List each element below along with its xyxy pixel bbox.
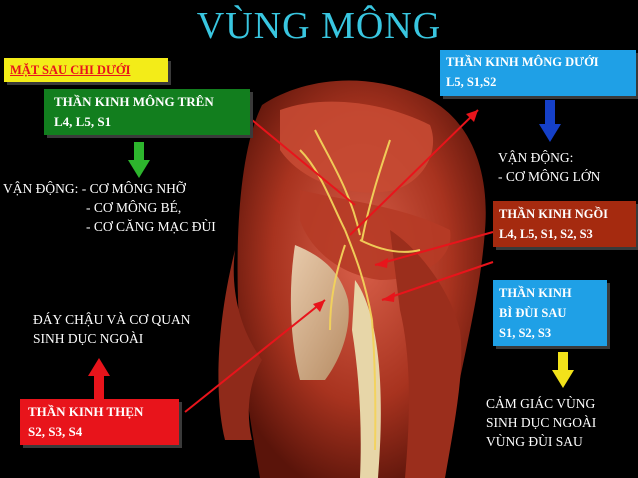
inferior-gluteal-nerve-roots: L5, S1,S2 [446, 75, 497, 89]
motor-superior-line3: - CƠ CĂNG MẠC ĐÙI [86, 219, 216, 234]
posterior-femoral-cutaneous-line1: THẦN KINH [499, 286, 572, 300]
yellow-down-arrow-icon [552, 352, 574, 388]
inferior-gluteal-nerve-box: THẦN KINH MÔNG DƯỚI L5, S1,S2 [440, 50, 636, 96]
superior-gluteal-nerve-title: THẦN KINH MÔNG TRÊN [54, 94, 214, 109]
superior-gluteal-nerve-roots: L4, L5, S1 [54, 114, 112, 129]
motor-superior-line2: - CƠ MÔNG BÉ, [86, 200, 182, 215]
pudendal-nerve-roots: S2, S3, S4 [28, 424, 83, 439]
red-up-arrow-icon [88, 358, 110, 400]
pudendal-nerve-box: THẦN KINH THẸN S2, S3, S4 [20, 399, 179, 445]
region-subtitle: MẶT SAU CHI DƯỚI [10, 63, 131, 77]
region-subtitle-box: MẶT SAU CHI DƯỚI [4, 58, 168, 82]
green-down-arrow-icon [128, 142, 150, 178]
superior-gluteal-nerve-box: THẦN KINH MÔNG TRÊN L4, L5, S1 [44, 89, 250, 135]
sensory-line3: VÙNG ĐÙI SAU [486, 434, 583, 449]
posterior-femoral-cutaneous-line2: BÌ ĐÙI SAU [499, 306, 567, 320]
sensory-line2: SINH DỤC NGOÀI [486, 415, 597, 430]
blue-down-arrow-icon [539, 100, 561, 142]
motor-superior-line1: VẬN ĐỘNG: - CƠ MÔNG NHỠ [3, 181, 186, 196]
sciatic-nerve-roots: L4, L5, S1, S2, S3 [499, 227, 593, 241]
pudendal-nerve-title: THẦN KINH THẸN [28, 404, 144, 419]
posterior-femoral-cutaneous-nerve-box: THẦN KINH BÌ ĐÙI SAU S1, S2, S3 [493, 280, 607, 346]
sensory-line1: CẢM GIÁC VÙNG [486, 396, 596, 411]
inferior-gluteal-nerve-title: THẦN KINH MÔNG DƯỚI [446, 55, 599, 69]
motor-inferior-line1: VẬN ĐỘNG: [498, 150, 574, 165]
sciatic-nerve-title: THẦN KINH NGỒI [499, 207, 609, 221]
page-title: VÙNG MÔNG [196, 5, 442, 47]
posterior-femoral-cutaneous-roots: S1, S2, S3 [499, 326, 552, 340]
pelvic-floor-line1: ĐÁY CHẬU VÀ CƠ QUAN [33, 312, 191, 327]
sciatic-nerve-box: THẦN KINH NGỒI L4, L5, S1, S2, S3 [493, 201, 636, 247]
pelvic-floor-line2: SINH DỤC NGOÀI [33, 331, 144, 346]
motor-inferior-line2: - CƠ MÔNG LỚN [498, 169, 601, 184]
